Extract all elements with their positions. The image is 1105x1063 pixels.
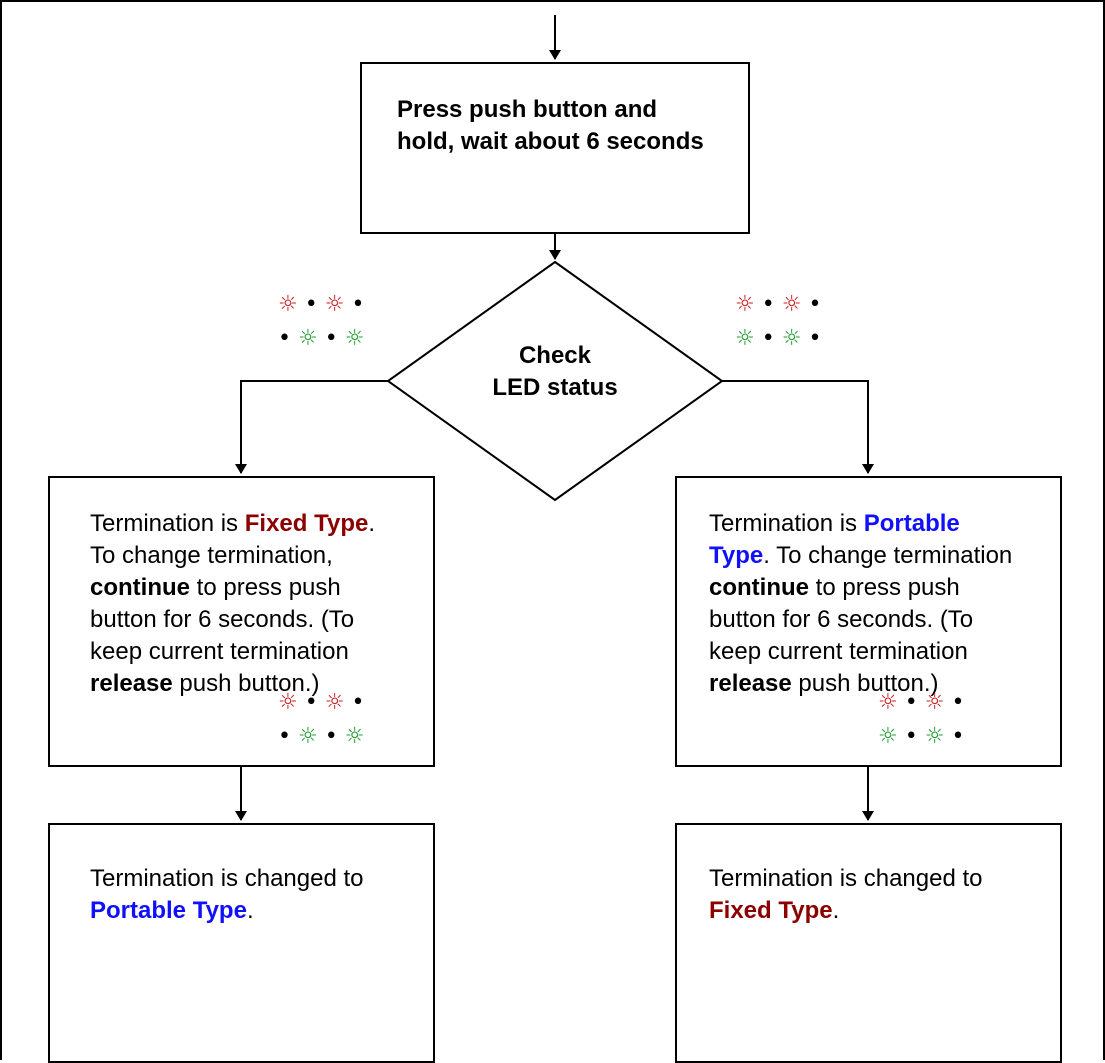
decision-diamond: [386, 260, 724, 502]
led-off-icon: •: [278, 724, 291, 749]
left-status-text: Termination is Fixed Type. To change ter…: [90, 508, 390, 700]
left-result-t1: Termination is changed to: [90, 865, 364, 892]
led-off-icon: •: [351, 292, 365, 317]
led-red-on-icon: ☼: [878, 690, 898, 715]
led-indicator-bottom-right-row1: ☼ • ☼ •: [878, 690, 964, 716]
left-status-t1: Termination is: [90, 510, 245, 537]
led-red-on-icon: ☼: [735, 292, 755, 317]
led-red-on-icon: ☼: [781, 292, 802, 317]
decision-line1: Check: [518, 342, 592, 369]
led-off-icon: •: [351, 690, 365, 715]
right-status-text: Termination is Portable Type. To change …: [709, 508, 1019, 700]
led-indicator-top-right-row2: ☼ • ☼ •: [735, 326, 821, 352]
led-green-on-icon: ☼: [297, 326, 318, 351]
led-red-on-icon: ☼: [278, 292, 298, 317]
left-result-type: Portable Type: [90, 897, 247, 924]
right-status-kw-continue: continue: [709, 574, 809, 601]
start-box-text: Press push button and hold, wait about 6…: [397, 96, 704, 155]
right-status-t4: push button.): [791, 670, 939, 697]
led-off-icon: •: [808, 292, 822, 317]
led-off-icon: •: [304, 690, 318, 715]
led-off-icon: •: [761, 326, 775, 351]
left-status-kw-continue: continue: [90, 574, 190, 601]
decision-line2: LED status: [492, 374, 618, 401]
led-off-icon: •: [324, 326, 338, 351]
left-result-box: Termination is changed to Portable Type.: [48, 823, 435, 1063]
right-status-kw-release: release: [709, 670, 792, 697]
led-off-icon: •: [304, 292, 318, 317]
left-result-text: Termination is changed to Portable Type.: [90, 863, 410, 927]
led-off-icon: •: [951, 724, 965, 749]
led-indicator-bottom-left-row1: ☼ • ☼ •: [278, 690, 364, 716]
led-off-icon: •: [278, 326, 291, 351]
right-result-text: Termination is changed to Fixed Type.: [709, 863, 1029, 927]
led-off-icon: •: [904, 690, 918, 715]
left-status-box: Termination is Fixed Type. To change ter…: [48, 476, 435, 767]
right-result-t2: .: [832, 897, 840, 924]
right-result-t1: Termination is changed to: [709, 865, 983, 892]
led-indicator-bottom-left-row2: • ☼ • ☼: [278, 724, 364, 750]
led-indicator-top-left-row2: • ☼ • ☼: [278, 326, 364, 352]
led-red-on-icon: ☼: [924, 690, 945, 715]
led-green-on-icon: ☼: [924, 724, 945, 749]
arrow-decision-left: [235, 380, 388, 474]
left-result-t2: .: [246, 897, 254, 924]
led-off-icon: •: [324, 724, 338, 749]
decision-label: Check LED status: [455, 340, 655, 404]
led-indicator-top-right-row1: ☼ • ☼ •: [735, 292, 821, 318]
led-green-on-icon: ☼: [878, 724, 898, 749]
arrow-decision-right: [722, 380, 874, 474]
led-off-icon: •: [808, 326, 822, 351]
led-red-on-icon: ☼: [324, 690, 345, 715]
led-green-on-icon: ☼: [781, 326, 802, 351]
led-green-on-icon: ☼: [344, 724, 365, 749]
led-green-on-icon: ☼: [344, 326, 365, 351]
led-green-on-icon: ☼: [735, 326, 755, 351]
right-status-t1: Termination is: [709, 510, 864, 537]
right-status-type: Portable Type: [709, 510, 960, 569]
right-status-box: Termination is Portable Type. To change …: [675, 476, 1062, 767]
led-off-icon: •: [761, 292, 775, 317]
left-status-t4: push button.): [172, 670, 320, 697]
led-indicator-top-left-row1: ☼ • ☼ •: [278, 292, 364, 318]
led-off-icon: •: [951, 690, 965, 715]
left-status-t3: to press push button for 6 seconds. (To …: [90, 574, 355, 665]
right-status-t3: to press push button for 6 seconds. (To …: [709, 574, 974, 665]
start-box: Press push button and hold, wait about 6…: [360, 62, 750, 234]
left-status-t2: . To change termination,: [90, 510, 375, 569]
led-red-on-icon: ☼: [278, 690, 298, 715]
left-status-type: Fixed Type: [244, 510, 369, 537]
right-result-type: Fixed Type: [709, 897, 833, 924]
led-off-icon: •: [904, 724, 918, 749]
right-result-box: Termination is changed to Fixed Type.: [675, 823, 1062, 1063]
right-status-t2: . To change termination: [763, 542, 1013, 569]
led-green-on-icon: ☼: [297, 724, 318, 749]
led-indicator-bottom-right-row2: ☼ • ☼ •: [878, 724, 964, 750]
led-red-on-icon: ☼: [324, 292, 345, 317]
left-status-kw-release: release: [90, 670, 173, 697]
